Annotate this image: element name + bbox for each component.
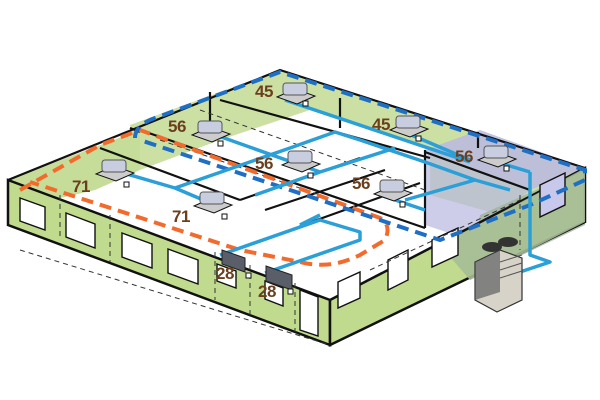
- capacity-label: 56: [255, 154, 273, 173]
- wall-unit-28-b: [265, 265, 294, 295]
- cassette-unit-71-a: [94, 159, 136, 188]
- zone-blue-boundary: [133, 69, 587, 243]
- cassette-unit-45-a: [275, 82, 317, 107]
- cassette-unit-56-b: [280, 150, 322, 179]
- cassette-unit-56-d: [372, 179, 414, 208]
- capacity-label: 28: [216, 264, 234, 283]
- cassette-unit-56-c: [476, 145, 518, 172]
- capacity-label: 45: [372, 115, 390, 134]
- capacity-label: 28: [258, 282, 276, 301]
- windows: [19, 171, 566, 337]
- capacity-label: 56: [352, 174, 370, 193]
- indoor-units: [94, 82, 518, 295]
- capacity-label: 71: [172, 207, 190, 226]
- wall-unit-28-a: [221, 249, 252, 279]
- cassette-unit-56-a: [190, 120, 232, 147]
- capacity-label: 45: [255, 82, 273, 101]
- cassette-unit-71-b: [192, 191, 234, 220]
- capacity-label: 56: [168, 117, 186, 136]
- capacity-label: 71: [72, 177, 90, 196]
- cassette-unit-45-b: [388, 115, 430, 142]
- capacity-label: 56: [455, 147, 473, 166]
- outdoor-unit: [474, 237, 523, 313]
- hidden-lines: [19, 109, 521, 346]
